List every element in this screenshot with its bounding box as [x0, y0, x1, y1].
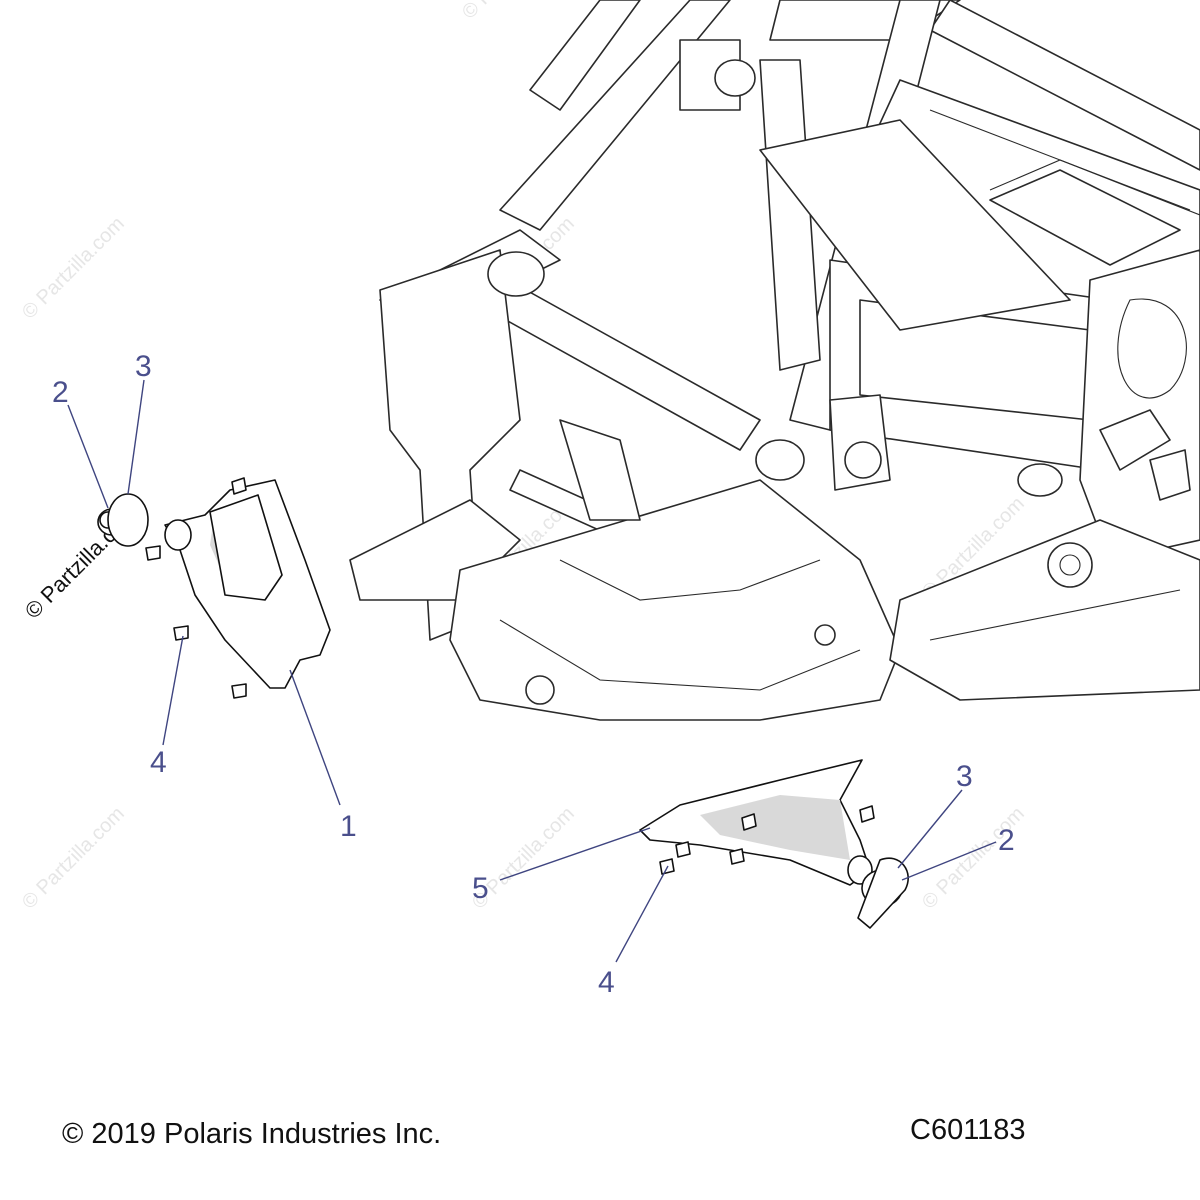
callout-right-2: 2: [998, 824, 1015, 857]
left-duct-assembly: [97, 477, 331, 699]
copyright-text: © 2019 Polaris Industries Inc.: [62, 1118, 442, 1150]
right-clamp-part: [857, 857, 909, 929]
callout-left-1: 1: [340, 810, 357, 843]
callout-right-5: 5: [472, 872, 489, 905]
watermark-text: © Partzilla.com: [458, 0, 569, 24]
watermark-text: © Partzilla.com: [918, 803, 1029, 914]
diagram-code: C601183: [910, 1114, 1026, 1146]
callout-left-3: 3: [135, 350, 152, 383]
leader-lines: [67, 379, 997, 963]
right-screws-part: [659, 805, 875, 875]
callout-left-2: 2: [52, 376, 69, 409]
left-clamp-part: [107, 493, 149, 547]
chassis-frame: [349, 0, 1200, 721]
left-screws-part: [145, 477, 247, 699]
right-duct-assembly: [639, 759, 909, 929]
watermark-text: © Partzilla.com: [18, 803, 129, 914]
callout-right-4: 4: [598, 966, 615, 999]
watermark-text: © Partzilla.com: [18, 213, 129, 324]
callout-right-3: 3: [956, 760, 973, 793]
callout-left-4: 4: [150, 746, 167, 779]
callout-labels: 2 3 4 1 3 2 5 4: [52, 350, 1015, 999]
